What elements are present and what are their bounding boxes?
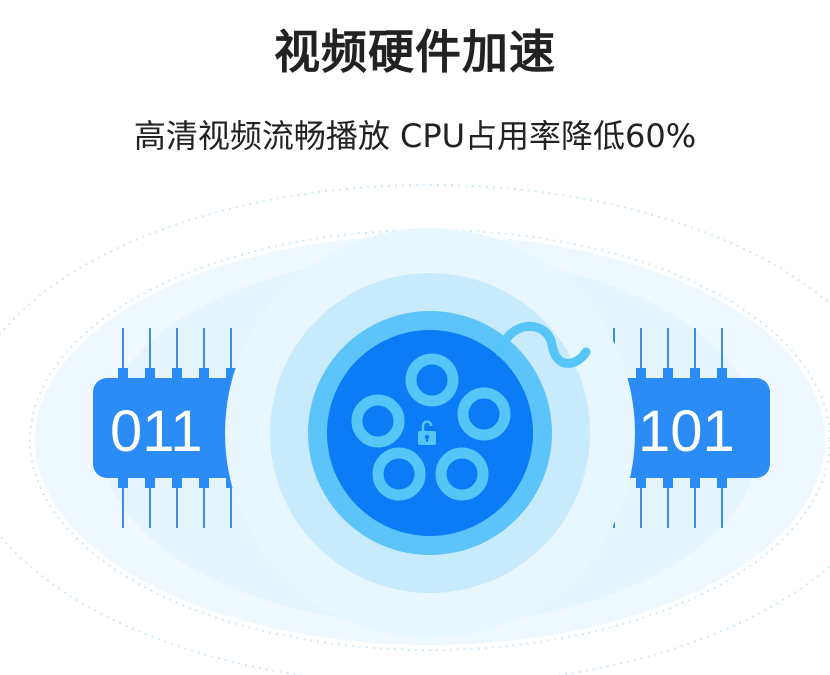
film-reel-icon bbox=[327, 321, 591, 536]
unlock-icon bbox=[418, 420, 436, 445]
hardware-acceleration-illustration: 011 101 bbox=[0, 184, 830, 675]
page-title: 视频硬件加速 bbox=[274, 25, 556, 79]
left-chip-binary: 011 bbox=[110, 399, 202, 464]
page-subtitle: 高清视频流畅播放 CPU占用率降低60% bbox=[133, 117, 697, 155]
right-chip-binary: 101 bbox=[638, 399, 735, 464]
